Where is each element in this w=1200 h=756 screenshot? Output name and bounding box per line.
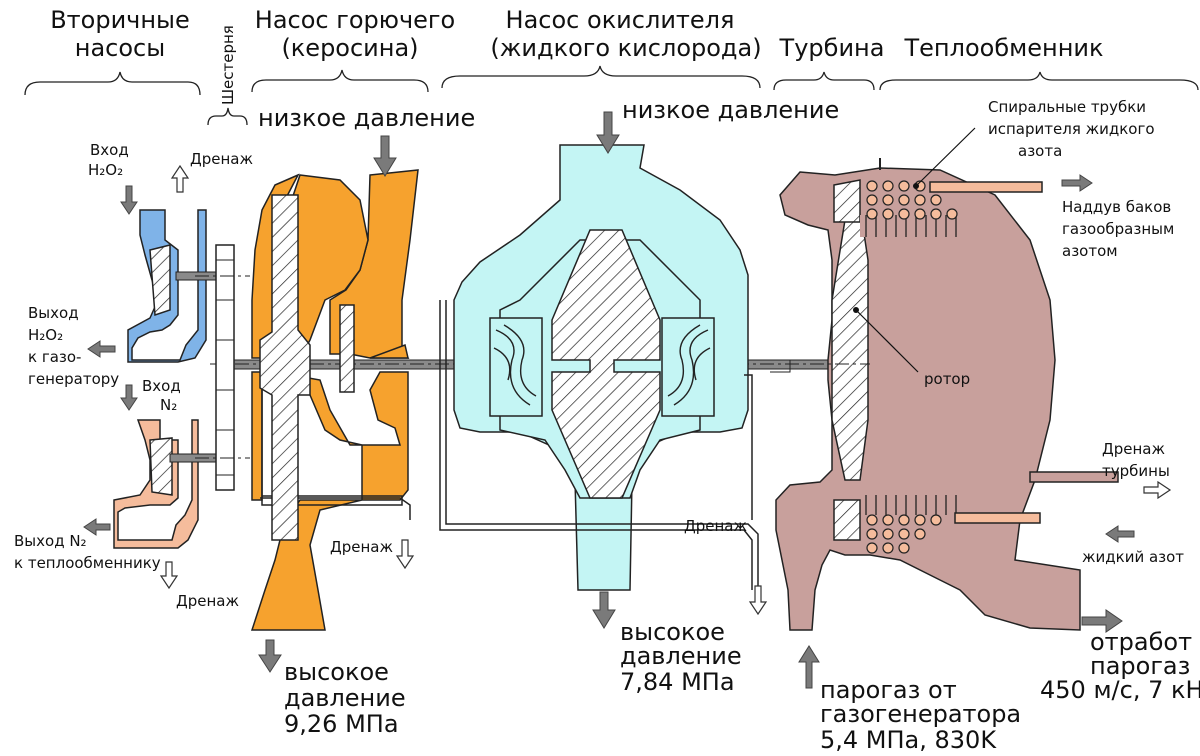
pressurization-arrow-icon (1061, 174, 1093, 192)
fuel-drain-arrow-icon (395, 539, 415, 570)
header-gear-label: Шестерня (219, 25, 237, 105)
coils-pointer-line (915, 127, 976, 187)
turbine-drain-pipe (1029, 471, 1119, 483)
brace-oxidizer-pump (441, 65, 761, 89)
steam-gas-line1: парогаз от (820, 676, 957, 704)
coil-tubes-bottom (866, 514, 942, 554)
exhaust-arrow-icon (1081, 609, 1123, 633)
drain-bottom-left-arrow-icon (159, 561, 179, 590)
header-fuel-pump-line2: (керосина) (281, 34, 418, 62)
ox-high-pressure-line1: высокое (620, 618, 725, 646)
outlet-h2o2-line4: генератору (28, 370, 119, 388)
brace-gear (207, 107, 248, 126)
ox-low-pressure-label: низкое давление (622, 96, 839, 124)
rotor-pointer-line (855, 309, 919, 373)
fuel-low-pressure-label: низкое давление (258, 104, 475, 132)
fuel-impeller (259, 194, 311, 541)
brace-turbine (773, 71, 875, 91)
exhaust-line3: 450 м/с, 7 кН (1040, 676, 1200, 704)
outlet-h2o2-line3: к газо- (28, 348, 81, 366)
drain-top-label: Дренаж (190, 150, 253, 168)
header-secondary-pumps: Вторичные насосы (24, 6, 201, 96)
header-turbine: Турбина (773, 34, 885, 91)
fuel-high-pressure-line1: высокое (284, 658, 389, 686)
brace-secondary-pumps (24, 71, 201, 96)
n2-impeller (149, 437, 173, 496)
header-turbine-label: Турбина (779, 34, 885, 62)
inlet-n2-arrow-icon (120, 384, 138, 411)
exhaust-line2: парогаз (1090, 652, 1190, 680)
drain-bottom-left-label: Дренаж (176, 592, 239, 610)
inlet-n2-sub: N₂ (160, 396, 177, 414)
pressurization-pipe (929, 181, 1043, 193)
liquid-nitrogen-label: жидкий азот (1082, 548, 1184, 566)
turbine-drain-arrow-icon (1143, 480, 1172, 500)
outlet-n2-line1: Выход N₂ (14, 532, 87, 550)
inlet-h2o2-sub: H₂O₂ (88, 161, 123, 179)
oxidizer-inducer-right (661, 317, 715, 417)
fuel-high-pressure-line2: давление (284, 684, 406, 712)
n2-pump (113, 419, 227, 549)
turbine-drain-line2: турбины (1102, 462, 1170, 480)
inlet-h2o2-label: Вход (90, 141, 129, 159)
turbine-blades-bottom (833, 499, 861, 541)
fuel-inlet-arrow-icon (373, 135, 397, 177)
coil-tubes-top (866, 180, 958, 220)
header-secondary-pumps-line1: Вторичные (50, 6, 190, 34)
header-heat-exchanger: Теплообменник (879, 34, 1199, 91)
fuel-pump (250, 169, 419, 631)
outlet-h2o2-line2: H₂O₂ (28, 326, 63, 344)
ox-high-pressure-line3: 7,84 МПа (620, 668, 735, 696)
oxidizer-impeller (551, 229, 661, 499)
coils-label-line2: испарителя жидкого (988, 120, 1155, 138)
brace-heat-exchanger (879, 71, 1199, 91)
ox-drain-arrow-icon (748, 585, 768, 616)
header-fuel-pump-line1: Насос горючего (255, 6, 455, 34)
inlet-h2o2-arrow-icon (120, 185, 138, 215)
outlet-n2-arrow-icon (83, 518, 111, 536)
turbine-heat-exchanger (770, 158, 1119, 631)
brace-fuel-pump (251, 69, 429, 93)
header-fuel-pump: Насос горючего (керосина) (251, 6, 455, 93)
steam-gas-line2: газогенератора (820, 700, 1021, 728)
h2o2-impeller (149, 244, 171, 317)
fuel-high-pressure-line3: 9,26 МПа (284, 710, 399, 738)
turbine-drain-line1: Дренаж (1102, 440, 1165, 458)
liquid-nitrogen-pipe (954, 512, 1041, 524)
drain-top-arrow-icon (170, 164, 190, 193)
oxidizer-pump (439, 144, 759, 591)
outlet-h2o2-line1: Выход (28, 304, 79, 322)
turbine-blades-top (833, 179, 861, 223)
outlet-h2o2-arrow-icon (87, 340, 116, 358)
ox-inlet-arrow-icon (596, 111, 620, 154)
oxidizer-inducer-left (489, 317, 543, 417)
rotor-label: ротор (924, 370, 970, 388)
pressurization-line2: газообразным (1062, 220, 1174, 238)
pressurization-line1: Наддув баков (1062, 198, 1171, 216)
fuel-outlet-arrow-icon (258, 639, 282, 673)
liquid-nitrogen-arrow-icon (1105, 525, 1135, 543)
header-secondary-pumps-line2: насосы (75, 34, 165, 62)
header-oxidizer-pump-line1: Насос окислителя (506, 6, 735, 34)
coils-label-line3: азота (1018, 142, 1062, 160)
header-oxidizer-pump: Насос окислителя (жидкого кислорода) (441, 6, 762, 89)
inlet-n2-label: Вход (142, 377, 181, 395)
ox-drain-label: Дренаж (684, 517, 747, 535)
fuel-inducer (339, 304, 355, 393)
gear (195, 244, 250, 491)
ox-outlet-arrow-icon (592, 591, 616, 629)
steam-gas-line3: 5,4 МПа, 830K (820, 726, 997, 754)
coils-label-line1: Спиральные трубки (988, 98, 1146, 116)
pressurization-line3: азотом (1062, 242, 1118, 260)
exhaust-line1: отработ (1090, 628, 1192, 656)
fuel-drain-label: Дренаж (330, 538, 393, 556)
header-gear: Шестерня (207, 25, 248, 126)
h2o2-pump (127, 209, 227, 363)
header-heat-exchanger-label: Теплообменник (904, 34, 1104, 62)
ox-high-pressure-line2: давление (620, 642, 742, 670)
outlet-n2-line2: к теплообменнику (14, 554, 161, 572)
header-oxidizer-pump-line2: (жидкого кислорода) (490, 34, 761, 62)
steam-gas-arrow-icon (798, 645, 820, 689)
